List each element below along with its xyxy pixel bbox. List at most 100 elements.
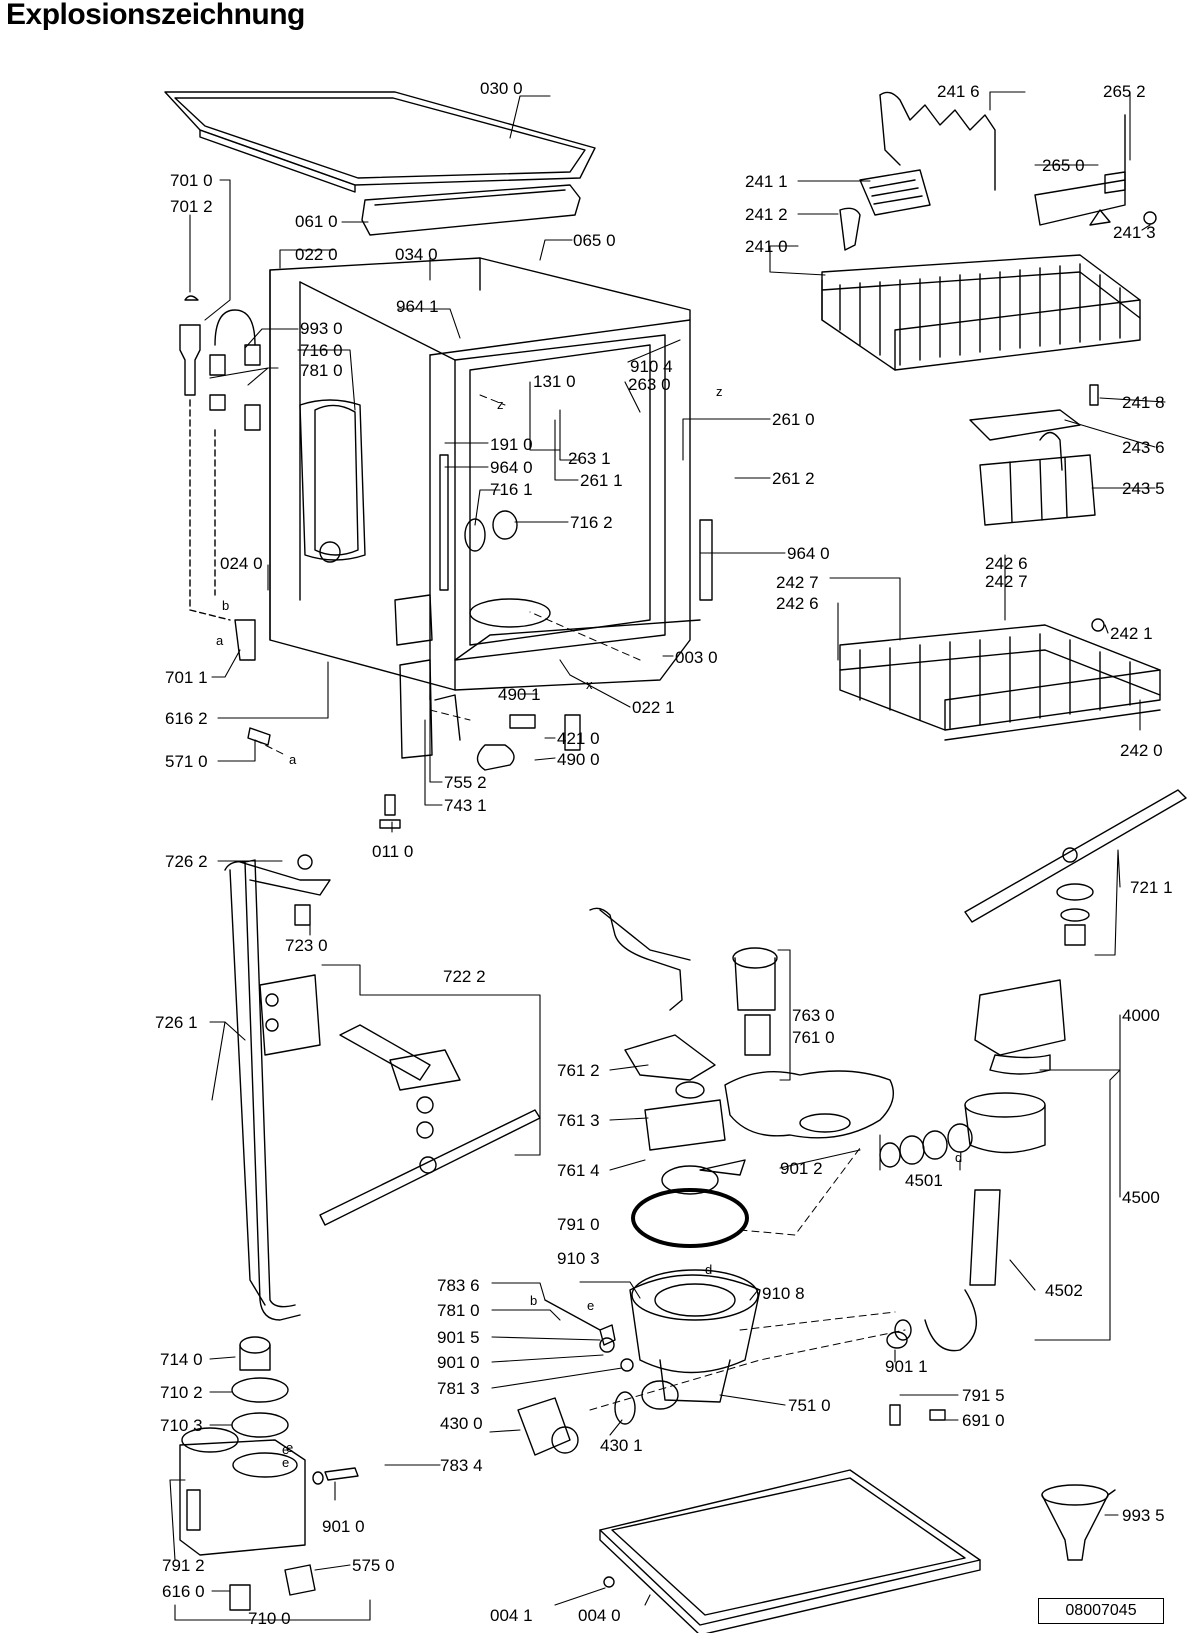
part-label: 743 1 [444,796,487,815]
part-label: 022 0 [295,245,338,264]
pump-and-hoses [879,979,1066,1352]
connector-letter: d [705,1262,713,1277]
part-label: 761 3 [557,1111,600,1130]
cabinet-frame [269,257,713,759]
part-label: 616 0 [162,1582,205,1601]
part-label: 421 0 [557,729,600,748]
part-label: 003 0 [675,648,718,667]
part-label: 490 1 [498,685,541,704]
part-label: 4500 [1122,1188,1160,1207]
base-plate [599,1469,981,1633]
part-label: 781 0 [437,1301,480,1320]
part-label: 571 0 [165,752,208,771]
part-label: 755 2 [444,773,487,792]
part-label: 263 1 [568,449,611,468]
part-label: 901 1 [885,1357,928,1376]
part-label: 751 0 [788,1396,831,1415]
connector-letter: x [586,677,593,692]
part-label: 243 5 [1122,479,1165,498]
part-label: 242 0 [1120,741,1163,760]
part-label: 241 0 [745,237,788,256]
connector-letter: e [282,1442,290,1457]
part-label: 691 0 [962,1411,1005,1430]
part-label: 265 0 [1042,156,1085,175]
part-label: 993 5 [1122,1506,1165,1525]
part-label: 722 2 [443,967,486,986]
part-label: 616 2 [165,709,208,728]
part-label: 030 0 [480,79,523,98]
part-label: 191 0 [490,435,533,454]
part-label: 241 2 [745,205,788,224]
part-label: 024 0 [220,554,263,573]
part-label: 004 1 [490,1606,533,1625]
part-label: 901 0 [322,1517,365,1536]
part-label: 004 0 [578,1606,621,1625]
part-label: 265 2 [1103,82,1146,101]
part-label: 783 4 [440,1456,483,1475]
document-number: 08007045 [1038,1598,1164,1624]
connector-letter: a [289,752,297,767]
part-label: 993 0 [300,319,343,338]
part-label: 243 6 [1122,438,1165,457]
part-label: 575 0 [352,1556,395,1575]
top-cover-030 [164,91,596,193]
connector-letter: d [955,1150,963,1165]
connector-letter: a [216,633,224,648]
part-label: 011 0 [372,842,414,861]
part-label: 910 8 [762,1284,805,1303]
part-label: 721 1 [1130,878,1173,897]
upper-basket [821,91,1157,406]
part-label: 781 0 [300,361,343,380]
inlet-parts [179,295,261,661]
part-label: 901 2 [780,1159,823,1178]
part-label: 726 2 [165,852,208,871]
part-label: 791 5 [962,1386,1005,1405]
part-label: 964 0 [490,458,533,477]
part-label: 761 2 [557,1061,600,1080]
connector-letter: z [716,384,723,399]
part-label: 131 0 [533,372,576,391]
part-label: 716 1 [490,480,533,499]
part-label: 901 0 [437,1353,480,1372]
part-label: 241 6 [937,82,980,101]
part-label: 716 2 [570,513,613,532]
part-label: 791 0 [557,1215,600,1234]
cutlery-basket [969,409,1096,526]
part-label: 710 2 [160,1383,203,1402]
part-label: 034 0 [395,245,438,264]
lower-basket [839,618,1161,741]
part-label: 761 4 [557,1161,600,1180]
part-label: 261 1 [580,471,623,490]
part-label: 716 0 [300,341,343,360]
connector-letter: b [530,1293,538,1308]
part-label: 763 0 [792,1006,835,1025]
connector-letter: e [282,1455,290,1470]
sump-assembly [517,907,894,1456]
part-label: 701 2 [170,197,213,216]
part-label: 791 2 [162,1556,205,1575]
part-label: 783 6 [437,1276,480,1295]
connector-letter: b [222,598,230,613]
water-softener [179,1336,359,1611]
part-label: 263 0 [628,375,671,394]
part-label: 490 0 [557,750,600,769]
part-label: 4000 [1122,1006,1160,1025]
misc-parts [247,694,946,1588]
part-label: 723 0 [285,936,328,955]
part-label: 261 0 [772,410,815,429]
part-label: 022 1 [632,698,675,717]
insulation-061 [361,184,581,236]
part-label: 710 0 [248,1609,291,1628]
connector-letter: e [587,1298,595,1313]
part-label: 241 1 [745,172,788,191]
connector-letter: z [497,397,504,412]
part-label: 430 0 [440,1414,483,1433]
part-label: 242 1 [1110,624,1153,643]
page-title: Explosionszeichnung [6,0,305,31]
connector-letter: e [286,1440,294,1455]
part-label: 701 0 [170,171,213,190]
part-label: 261 2 [772,469,815,488]
leader-lines [169,91,1166,1621]
part-label: 964 1 [396,297,439,316]
